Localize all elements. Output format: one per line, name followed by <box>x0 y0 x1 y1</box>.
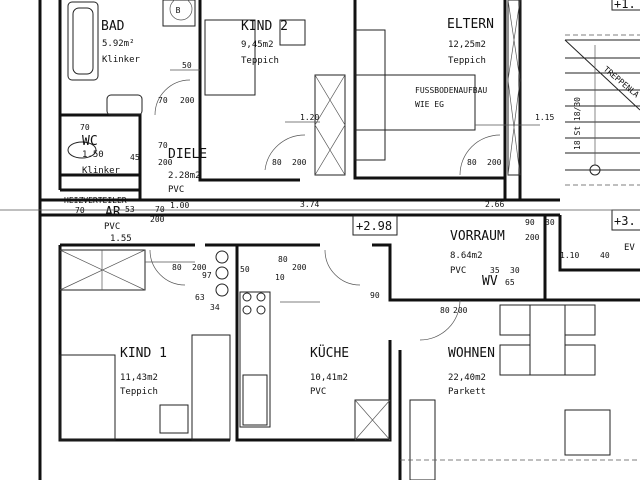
dimension-label: 70 <box>80 123 90 132</box>
room-floor: Teppich <box>241 56 279 66</box>
staircase <box>564 34 640 186</box>
level-stair: +3. <box>614 214 636 228</box>
dimension-label: 90 <box>525 218 535 227</box>
room-name: DIELE <box>168 147 207 162</box>
room-note: FUSSBODENAUFBAU <box>415 86 487 95</box>
room-eltern: ELTERN 12,25m2 Teppich FUSSBODENAUFBAU W… <box>415 17 494 109</box>
room-area: 22,40m2 <box>448 373 486 383</box>
dimension-label: 200 <box>453 306 468 315</box>
room-area: 9,45m2 <box>241 40 274 50</box>
dimension-label: 50 <box>240 265 250 274</box>
room-floor: Teppich <box>448 56 486 66</box>
room-bad: BAD 5.92m² Klinker B <box>101 6 181 65</box>
room-area: 2.28m2 <box>168 171 201 181</box>
dimension-label: 63 <box>195 293 205 302</box>
dimension-label: 80 <box>467 158 477 167</box>
dimension-label: 1.10 <box>560 251 579 260</box>
room-area: 5.92m² <box>102 39 135 49</box>
dimension-label: 80 <box>172 263 182 272</box>
room-name: BAD <box>101 19 125 34</box>
dimension-label: 30 <box>545 218 555 227</box>
dimension-label: 40 <box>600 251 610 260</box>
dimension-label: 35 <box>490 266 500 275</box>
dimension-label: 45 <box>130 153 140 162</box>
dimension-label: 1.20 <box>300 113 319 122</box>
room-area: 1.50 <box>82 150 104 160</box>
dimension-label: 70 <box>158 141 168 150</box>
room-ar: HEIZVERTEILER AR PVC 1.55 <box>64 196 132 244</box>
dimension-label: 90 <box>370 291 380 300</box>
level-main: +2.98 <box>356 219 392 233</box>
dimension-label: 80 <box>278 255 288 264</box>
dimension-label: 70 <box>75 206 85 215</box>
dimension-label: 200 <box>192 263 207 272</box>
dimension-label: 50 <box>182 61 192 70</box>
dimension-label: 80 <box>440 306 450 315</box>
room-floor: PVC <box>104 222 120 232</box>
room-name: KIND 1 <box>120 346 167 361</box>
room-area: 8.64m2 <box>450 251 483 261</box>
dimension-label: 70 <box>155 205 165 214</box>
room-diele: DIELE 2.28m2 PVC <box>168 147 207 195</box>
room-area: 12,25m2 <box>448 40 486 50</box>
room-name: VORRAUM <box>450 229 505 244</box>
room-name: AR <box>105 205 121 220</box>
room-area: 1.55 <box>110 234 132 244</box>
dimension-label: 70 <box>158 96 168 105</box>
dimension-label: 30 <box>510 266 520 275</box>
room-kueche: KÜCHE 10,41m2 PVC <box>310 344 349 397</box>
dimension-label: 65 <box>505 278 515 287</box>
dimension-label: 200 <box>292 158 307 167</box>
room-floor: PVC <box>168 185 184 195</box>
dimension-label: 97 <box>202 271 212 280</box>
stair-steps: 18 St 18/30 <box>573 97 582 150</box>
ev-label: EV <box>624 243 635 253</box>
room-kind1: KIND 1 11,43m2 Teppich <box>120 346 167 397</box>
dimension-label: 34 <box>210 303 220 312</box>
room-floor: Klinker <box>82 166 121 176</box>
room-note: HEIZVERTEILER <box>64 196 127 205</box>
room-floor: PVC <box>450 266 466 276</box>
dimension-label: 10 <box>275 273 285 282</box>
boiler-label: B <box>176 6 181 15</box>
room-area: 10,41m2 <box>310 373 348 383</box>
room-note: WIE EG <box>415 100 444 109</box>
fixtures <box>59 0 640 480</box>
dimension-label: 2.66 <box>485 200 504 209</box>
dimension-label: 200 <box>525 233 540 242</box>
room-name: KÜCHE <box>310 344 349 361</box>
dimension-label: 3.74 <box>300 200 319 209</box>
room-name: WC <box>82 134 98 149</box>
dimension-label: 200 <box>158 158 173 167</box>
walls <box>38 0 640 480</box>
dimension-label: 200 <box>180 96 195 105</box>
dimension-lines <box>0 69 640 303</box>
room-floor: Teppich <box>120 387 158 397</box>
room-floor: Klinker <box>102 55 141 65</box>
room-name: KIND 2 <box>241 19 288 34</box>
room-wc: WC 1.50 Klinker <box>82 134 121 176</box>
dimension-label: 200 <box>292 263 307 272</box>
room-area: 11,43m2 <box>120 373 158 383</box>
room-wohnen: WOHNEN 22,40m2 Parkett <box>448 346 495 397</box>
dimension-label: 1.00 <box>170 201 189 210</box>
dimension-label: 200 <box>487 158 502 167</box>
level-top: +1. <box>614 0 636 11</box>
room-name: ELTERN <box>447 17 494 32</box>
stair-label: TREPPENLA <box>602 65 640 100</box>
room-kind2: KIND 2 9,45m2 Teppich <box>241 19 288 66</box>
room-floor: Parkett <box>448 387 486 397</box>
dimension-label: 53 <box>125 205 135 214</box>
dimension-label: 1.15 <box>535 113 554 122</box>
wv-label: WV <box>482 274 498 289</box>
dimension-label: 80 <box>272 158 282 167</box>
room-name: WOHNEN <box>448 346 495 361</box>
doors <box>149 79 501 341</box>
room-vorraum: VORRAUM 8.64m2 PVC WV <box>450 229 505 289</box>
dimension-label: 200 <box>150 215 165 224</box>
room-floor: PVC <box>310 387 326 397</box>
